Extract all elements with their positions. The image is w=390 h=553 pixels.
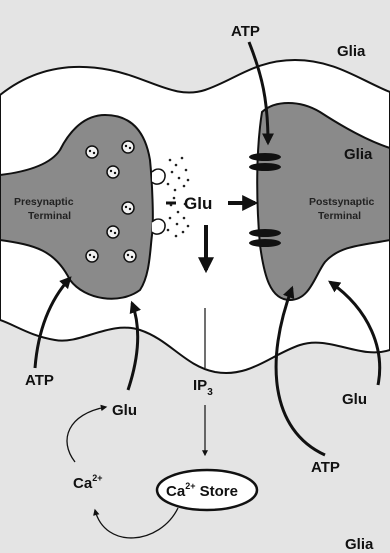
atp-left-label: ATP	[25, 372, 54, 389]
glu-left-label: Glu	[112, 402, 137, 419]
presynaptic-label-line2: Terminal	[28, 210, 71, 222]
glu-right-label: Glu	[342, 391, 367, 408]
atp-bottom-label: ATP	[311, 459, 340, 476]
atp-top-label: ATP	[231, 23, 260, 40]
postsynaptic-label-line2: Terminal	[318, 210, 361, 222]
ca-store-label: Ca2+ Store	[166, 481, 238, 500]
glu-center-label: Glu	[184, 194, 212, 213]
postsynaptic-label-line1: Postsynaptic	[309, 196, 375, 208]
glia-top-label: Glia	[337, 43, 366, 60]
presynaptic-label-line1: Presynaptic	[14, 196, 74, 208]
glia-right-label: Glia	[344, 146, 373, 163]
glia-bottom-label: Glia	[345, 536, 374, 553]
